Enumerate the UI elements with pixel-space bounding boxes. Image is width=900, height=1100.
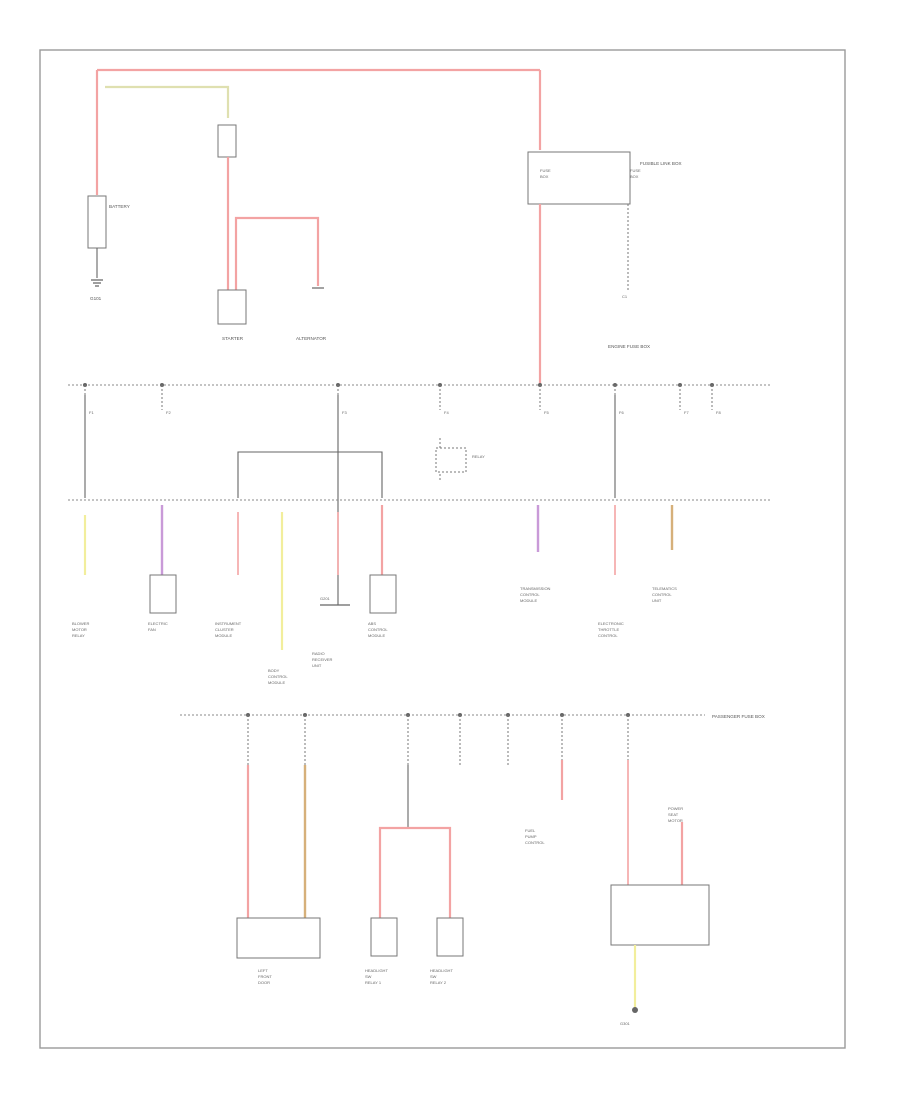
ground-icon-3 — [632, 1007, 638, 1013]
power-seat-box — [610, 884, 710, 946]
battery — [87, 195, 107, 249]
bus2-ground-label: G201 — [320, 596, 331, 601]
alternator-feed-wire — [234, 216, 320, 290]
bus1-jumper-wire — [237, 451, 383, 498]
starter — [217, 289, 247, 325]
headlight-relay-1-box — [370, 917, 398, 957]
ground-g1-label: G101 — [90, 296, 102, 301]
headlight-relay-wires — [378, 826, 452, 918]
fusible-link-box-label: FUSIBLE LINK BOX — [640, 161, 682, 166]
bus1-fuse-label-5: F5 — [544, 410, 549, 415]
engine-fuse-box-label: ENGINE FUSE BOX — [608, 344, 650, 349]
left-front-door-box — [236, 917, 321, 959]
load-box-6 — [369, 574, 397, 614]
diagram-frame — [39, 49, 846, 1049]
bus3-ground-label: G301 — [620, 1021, 631, 1026]
bus1-fuse-drops: F1 F2 F3 F4 F5 F6 F7 F8 — [83, 383, 721, 415]
battery-circuit: BATTERY G101 STARTER ALTERNATOR — [87, 68, 542, 341]
starter-label: STARTER — [222, 336, 244, 341]
bus1-fuse-label-3: F3 — [342, 410, 347, 415]
relay-label: RELAY — [472, 454, 485, 459]
alternator-label: ALTERNATOR — [296, 336, 327, 341]
bus1-fuse-label-8: F8 — [716, 410, 721, 415]
engine-fuse-bus: ENGINE FUSE BOX F1 F2 F3 F4 F5 F6 F7 F8 RELAY — [68, 344, 770, 605]
bus1-fuse-label-7: F7 — [684, 410, 689, 415]
ground-icon — [91, 279, 103, 287]
bus3-fuse-drops — [246, 713, 630, 765]
bus1-fuse-label-6: F6 — [619, 410, 624, 415]
starter-relay — [217, 124, 237, 158]
headlight-relay-2-box — [436, 917, 464, 957]
load-box-2 — [149, 574, 177, 614]
battery-label: BATTERY — [109, 204, 130, 209]
battery-sense-wire — [105, 85, 230, 118]
fusible-link-box — [527, 151, 631, 205]
top-connector-label: C1 — [622, 294, 628, 299]
bus1-fuse-label-1: F1 — [89, 410, 94, 415]
relay — [435, 447, 467, 473]
passenger-fuse-box-label: PASSENGER FUSE BOX — [712, 714, 765, 719]
bus1-fuse-label-2: F2 — [166, 410, 171, 415]
bus1-fuse-label-4: F4 — [444, 410, 449, 415]
